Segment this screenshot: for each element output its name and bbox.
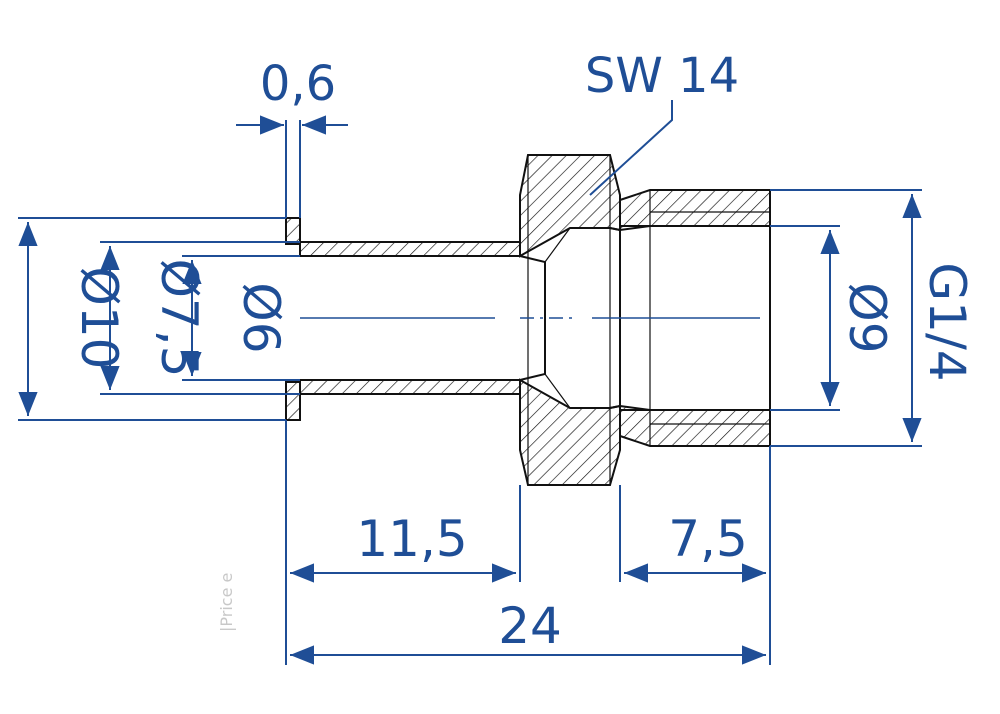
- tube-wall-top-hatch: [299, 241, 521, 257]
- dim-outer-diameter-flange: Ø10: [70, 267, 128, 370]
- hex-faces: [527, 155, 611, 485]
- hex-bottom-hatch: [519, 378, 621, 486]
- dimension-lines: [18, 100, 922, 665]
- dimension-texts: 0,6 SW 14 Ø10 Ø7,5 Ø6 Ø9 G1/4 11,5 7,5 2…: [70, 48, 976, 655]
- thread-bottom-hatch: [619, 404, 771, 447]
- dim-tube-length: 11,5: [356, 510, 467, 568]
- dim-tube-outer-diameter: Ø7,5: [150, 259, 208, 378]
- dim-thread-length: 7,5: [668, 510, 748, 568]
- part-section: [285, 154, 771, 486]
- dim-tube-inner-diameter: Ø6: [232, 282, 290, 353]
- tube-wall-bottom-hatch: [299, 379, 521, 395]
- dim-bore-diameter: Ø9: [838, 282, 896, 353]
- thread-top-hatch: [619, 189, 771, 232]
- dim-wrench-size: SW 14: [585, 48, 739, 104]
- watermark-text: |Price e: [217, 573, 236, 632]
- cone-outline: [519, 255, 546, 381]
- dim-total-length: 24: [498, 597, 562, 655]
- bore-outline: [620, 190, 771, 446]
- hex-top-hatch: [519, 154, 621, 258]
- dim-flange-thickness: 0,6: [260, 56, 336, 112]
- cone-outline-2: [544, 227, 571, 409]
- flange-top-hatch: [285, 217, 301, 245]
- tube-bore-outline: [300, 255, 520, 381]
- extension-lines: [18, 120, 922, 665]
- flange-bottom-hatch: [285, 381, 301, 421]
- dim-thread: G1/4: [918, 262, 976, 381]
